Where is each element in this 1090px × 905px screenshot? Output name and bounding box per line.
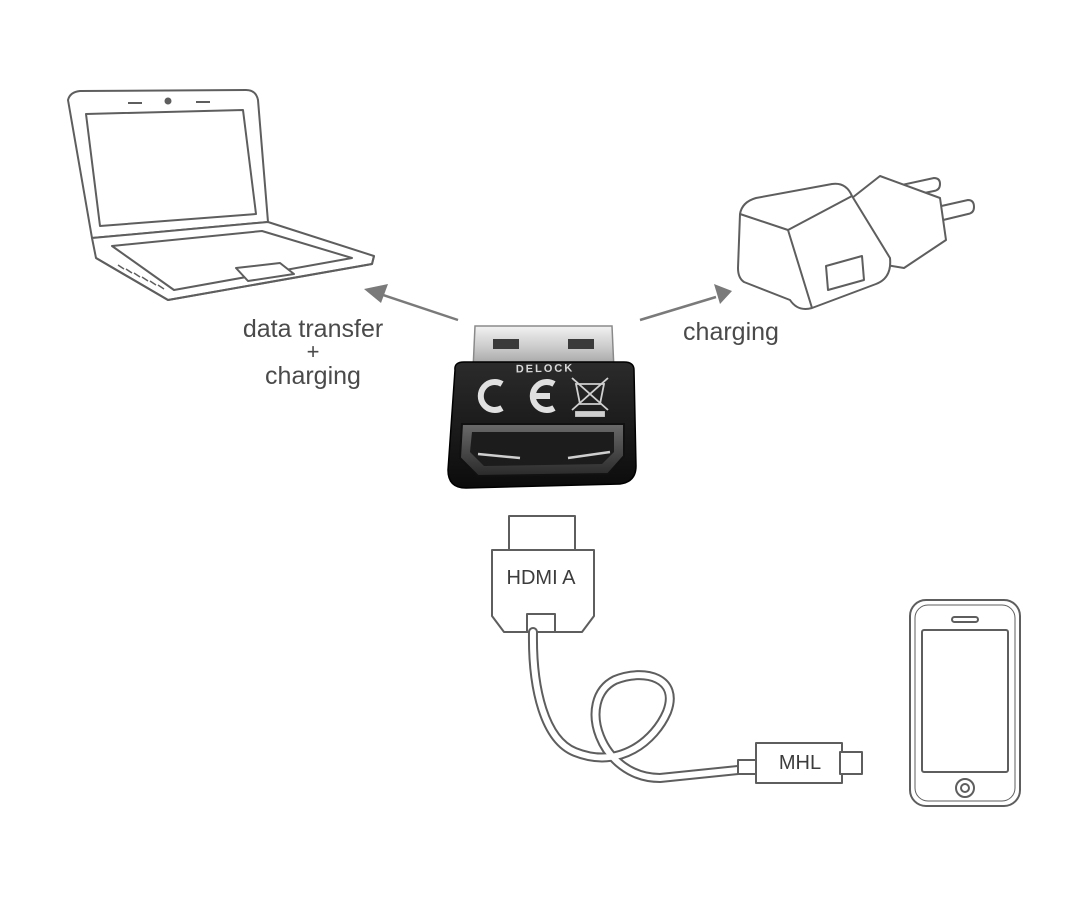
label-mhl: MHL [778, 752, 822, 774]
adapter-brand-logo: DELOCK [515, 362, 575, 376]
hdmi-mhl-cable-icon [491, 515, 863, 784]
label-charging-charger: charging [683, 318, 779, 346]
label-plus: + [306, 339, 320, 364]
arrow-to-laptop [364, 284, 459, 322]
weee-bin-icon [571, 377, 609, 417]
wall-charger-icon [737, 175, 975, 310]
label-data-transfer: data transfer [242, 315, 384, 343]
smartphone-icon [909, 599, 1021, 807]
usb-hdmi-adapter-icon [447, 325, 637, 489]
label-charging-laptop: charging [265, 362, 361, 390]
arrow-to-charger [639, 284, 732, 322]
ce-mark-icon [477, 379, 556, 413]
laptop-icon [67, 89, 375, 301]
label-hdmi-a: HDMI A [506, 567, 576, 589]
